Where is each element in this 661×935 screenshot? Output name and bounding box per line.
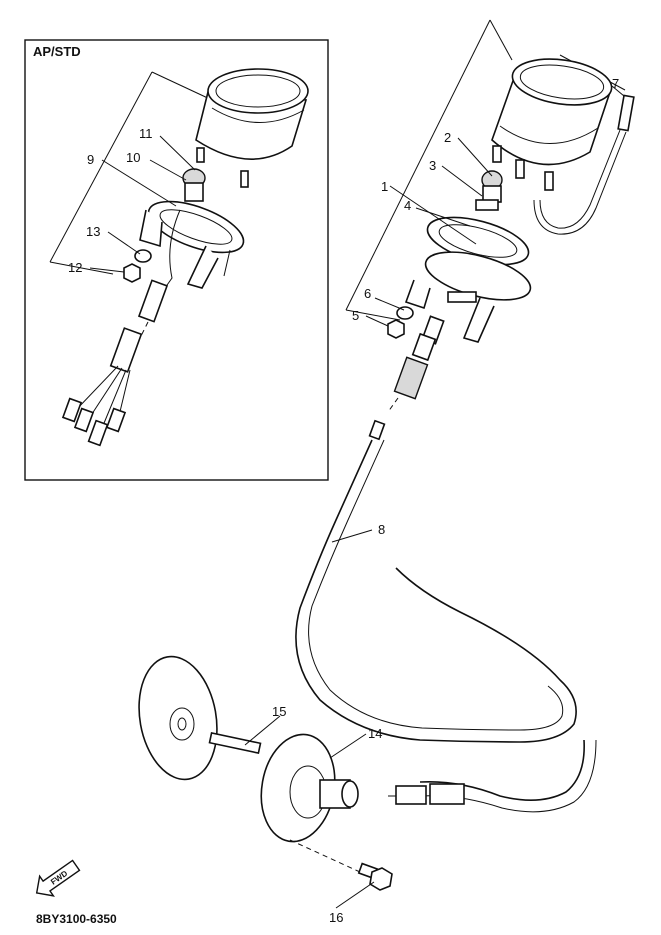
gear-unit-14	[260, 733, 359, 843]
bolt-16	[289, 839, 393, 891]
main-nut-6	[396, 306, 414, 320]
fwd-arrow-icon: FWD	[35, 859, 81, 897]
callout-15: 15	[272, 704, 286, 719]
inset-harness	[61, 209, 181, 447]
callout-9: 9	[87, 152, 94, 167]
callout-16: 16	[329, 910, 343, 925]
main-bracket	[404, 216, 532, 343]
speedometer-cable	[295, 419, 597, 813]
main-cable-7	[533, 94, 635, 235]
inset-box: AP/STD	[24, 39, 329, 481]
callout-11: 11	[139, 126, 153, 141]
brake-disc	[138, 655, 218, 781]
callout-2: 2	[444, 130, 451, 145]
main-meter-housing	[491, 58, 613, 191]
inset-title: AP/STD	[33, 44, 81, 59]
callout-1: 1	[381, 179, 388, 194]
callout-14: 14	[368, 726, 382, 741]
callout-10: 10	[126, 150, 140, 165]
callout-12: 12	[68, 260, 82, 275]
inset-meter-housing	[195, 68, 309, 188]
callout-4: 4	[404, 198, 411, 213]
callout-5: 5	[352, 308, 359, 323]
main-nut-5	[387, 319, 405, 339]
callout-13: 13	[86, 224, 100, 239]
callout-6: 6	[364, 286, 371, 301]
drive-pin-15	[208, 731, 262, 755]
inset-bracket	[139, 200, 245, 289]
inset-bulb	[182, 168, 206, 202]
callout-7: 7	[612, 76, 619, 91]
callout-8: 8	[378, 522, 385, 537]
inset-nut-12	[123, 263, 141, 283]
callout-3: 3	[429, 158, 436, 173]
main-drive-connector	[387, 315, 445, 413]
main-bulb	[475, 170, 503, 211]
diagram-code: 8BY3100-6350	[36, 912, 117, 926]
